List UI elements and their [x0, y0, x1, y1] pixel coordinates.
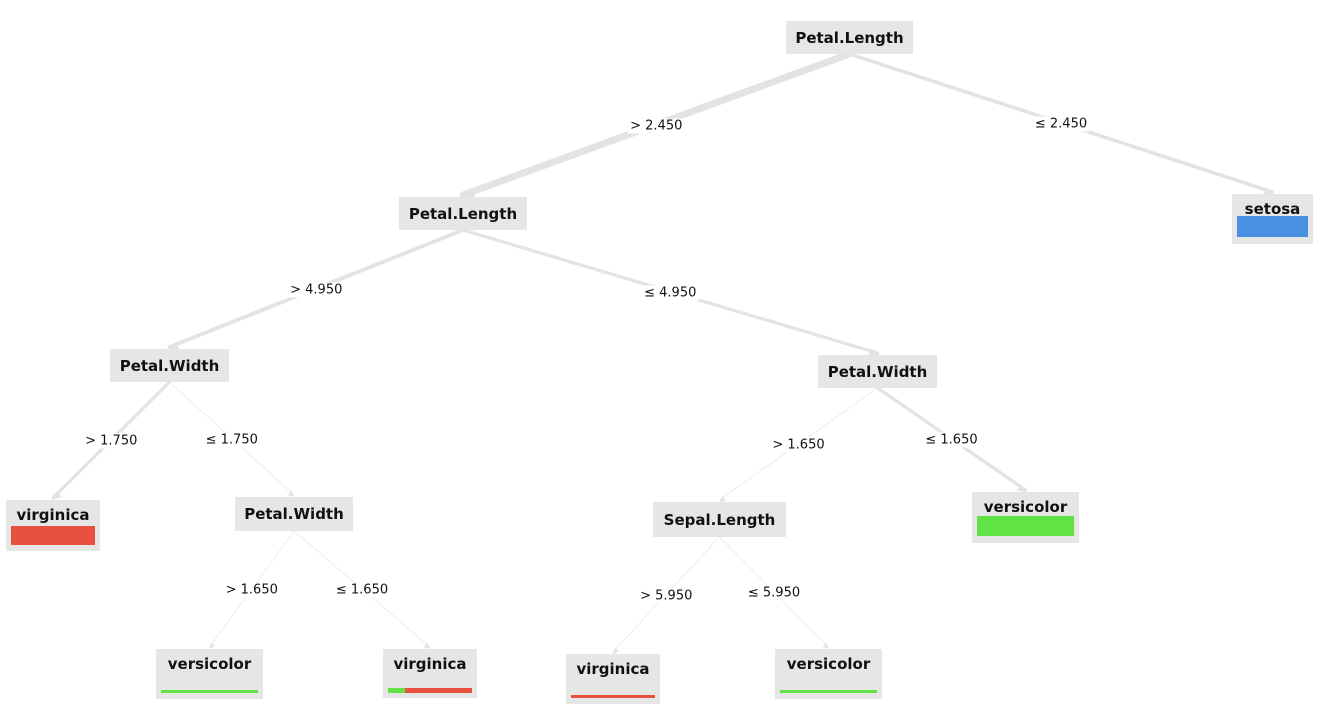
split-node[interactable]: Petal.Width	[235, 497, 353, 531]
leaf-node[interactable]: versicolor	[156, 649, 263, 699]
edge-threshold-label: ≤ 5.950	[745, 585, 803, 601]
edge-threshold-label: ≤ 2.450	[1032, 116, 1090, 132]
class-distribution-bar	[388, 688, 472, 693]
class-distribution-bar	[1237, 216, 1308, 237]
edge-arrowhead	[463, 187, 476, 199]
leaf-class-label: versicolor	[786, 655, 871, 673]
bar-segment-virginica	[404, 688, 472, 693]
bar-segment-virginica	[11, 526, 95, 545]
edge-threshold-label: ≤ 4.950	[642, 285, 699, 300]
leaf-class-label: virginica	[576, 660, 650, 678]
edge-threshold-label: ≤ 1.650	[923, 432, 980, 448]
leaf-class-label: versicolor	[167, 655, 252, 673]
edge-threshold-label: ≤ 1.750	[203, 432, 260, 447]
edge-arrowhead	[287, 490, 294, 497]
bar-segment-versicolor	[780, 690, 877, 693]
class-distribution-bar	[977, 516, 1074, 536]
split-node[interactable]: Sepal.Length	[653, 502, 786, 537]
edge-threshold-label: > 1.750	[83, 433, 140, 449]
edge-threshold-label: > 5.950	[638, 588, 695, 603]
leaf-class-label: setosa	[1244, 200, 1301, 218]
edge-arrowhead	[209, 642, 216, 649]
edge-threshold-label: > 4.950	[288, 282, 345, 297]
edge-threshold-label: > 1.650	[223, 582, 280, 598]
edge-arrowhead	[423, 642, 430, 649]
class-distribution-bar	[11, 526, 95, 545]
leaf-node[interactable]: virginica	[6, 500, 100, 551]
split-node[interactable]: Petal.Width	[110, 349, 229, 382]
class-distribution-bar	[571, 695, 655, 698]
edge-arrowhead	[719, 496, 726, 502]
class-distribution-bar	[780, 690, 877, 693]
edge-threshold-label: ≤ 1.650	[333, 582, 391, 598]
edge-threshold-label: > 1.650	[770, 437, 827, 453]
leaf-node[interactable]: virginica	[383, 649, 477, 698]
split-node[interactable]: Petal.Length	[399, 197, 527, 230]
leaf-class-label: versicolor	[983, 498, 1068, 516]
edge-arrowhead	[169, 341, 180, 350]
bar-segment-virginica	[571, 695, 655, 698]
bar-segment-versicolor	[977, 516, 1074, 536]
split-node[interactable]: Petal.Length	[786, 21, 913, 54]
edge-arrowhead	[1263, 187, 1273, 196]
edge-arrowhead	[868, 348, 878, 357]
split-node[interactable]: Petal.Width	[818, 355, 937, 388]
leaf-node[interactable]: virginica	[566, 654, 660, 704]
edge-arrowhead	[53, 491, 62, 500]
edge-arrowhead	[822, 642, 829, 649]
leaf-node[interactable]: versicolor	[775, 649, 882, 699]
bar-segment-setosa	[1237, 216, 1308, 237]
bar-segment-versicolor	[388, 688, 405, 693]
leaf-node[interactable]: setosa	[1232, 194, 1313, 244]
edge-arrowhead	[613, 647, 620, 654]
leaf-node[interactable]: versicolor	[972, 492, 1079, 543]
edge-arrowhead	[1016, 483, 1026, 492]
leaf-class-label: virginica	[393, 655, 467, 673]
edge-threshold-label: > 2.450	[628, 118, 685, 133]
leaf-class-label: virginica	[16, 506, 90, 524]
bar-segment-versicolor	[161, 690, 258, 693]
class-distribution-bar	[161, 690, 258, 693]
